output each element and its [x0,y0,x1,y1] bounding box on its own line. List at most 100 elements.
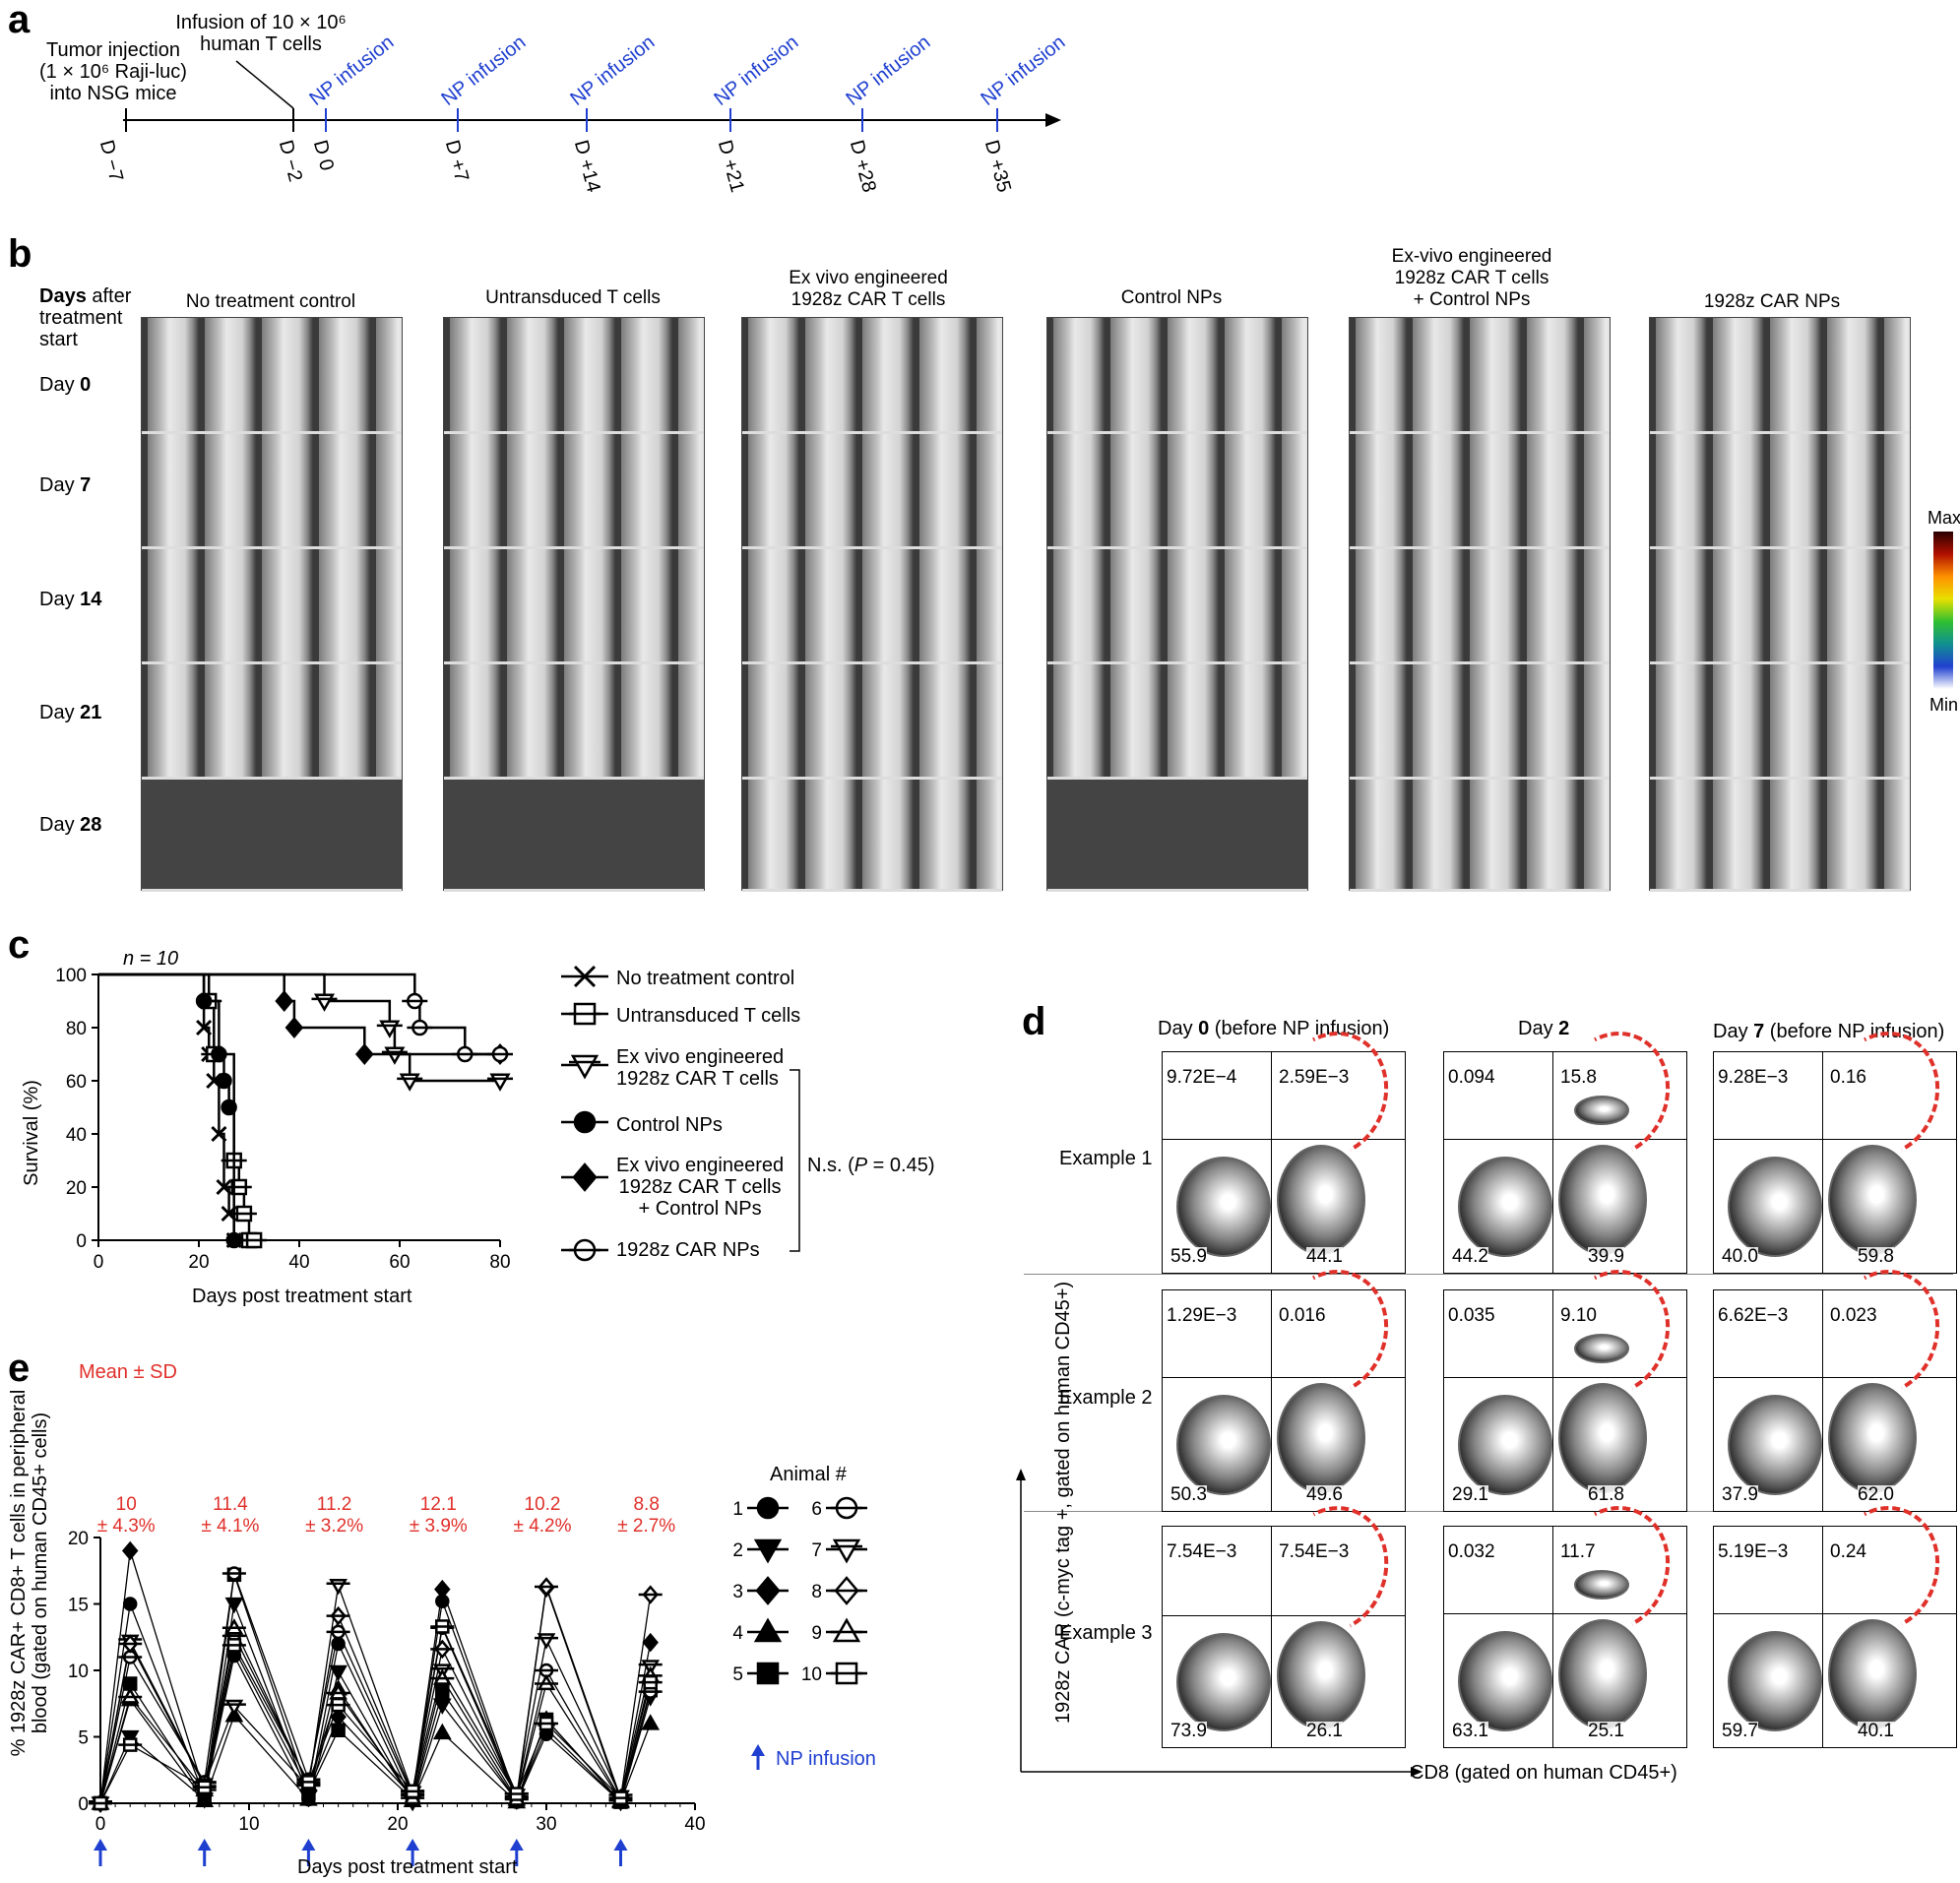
animal-line [99,1574,652,1804]
gate-horizontal [1163,1615,1405,1616]
animal-point [118,1634,143,1654]
bli-image-day28 [742,780,1002,892]
cd8pos-population [1828,1619,1917,1729]
quadrant-lower-right: 25.1 [1588,1721,1624,1741]
animal-line [99,1586,652,1804]
survival-point [216,1072,232,1090]
group-title: Ex-vivo engineered 1928z CAR T cells + C… [1391,246,1552,310]
gate-horizontal [1714,1613,1956,1614]
bli-panel-no-treatment [141,317,403,892]
bli-image-day14 [1650,549,1910,664]
animal-point [642,1632,659,1653]
survival-point [216,1178,232,1196]
bli-color-scale [1933,532,1953,689]
animal-point [638,1674,663,1690]
animal-point [331,1723,346,1737]
car-gate-highlight [1809,1489,1957,1649]
bli-image-day7 [1047,434,1307,549]
flow-row-divider [1024,1274,1953,1275]
x-tick-label: 60 [389,1252,410,1273]
panel-e-label: e [8,1347,31,1390]
gate-horizontal [1714,1139,1956,1140]
legend-marker [831,1496,862,1520]
car-gate-highlight [1809,1253,1957,1412]
cd8pos-population [1558,1145,1647,1255]
quadrant-upper-left: 5.19E−3 [1718,1541,1789,1562]
y-tick-label: 80 [66,1019,87,1039]
flow-yaxis-label: 1928z CAR (c-myc tag +, gated on human C… [1052,1281,1074,1724]
significance-label: N.s. (P = 0.45) [807,1155,935,1176]
bli-image-day0 [742,318,1002,434]
animal-point [118,1687,143,1704]
animal-point [430,1639,455,1660]
legend-animal-number: 4 [732,1623,743,1644]
cd8neg-population [1728,1631,1822,1731]
np-infusion-legend-label: NP infusion [776,1748,876,1770]
sd-value: ± 4.2% [513,1516,571,1537]
legend-car-nps: 1928z CAR NPs [616,1239,760,1261]
survival-legend-markers [561,965,608,1262]
row-label-day14: Day 14 [39,589,102,610]
quadrant-upper-left: 9.72E−4 [1167,1067,1237,1088]
y-tick-label: 60 [66,1072,87,1093]
row-label-day21: Day 21 [39,702,102,723]
quadrant-upper-right: 0.24 [1830,1541,1866,1562]
panel-a-label: a [8,0,31,41]
car-positive-population [1574,1334,1629,1363]
group-title: No treatment control [185,291,356,312]
quadrant-lower-right: 62.0 [1858,1484,1894,1505]
survival-point [211,1125,227,1143]
animal-point [435,1684,450,1699]
scale-min-label: Min [1929,695,1959,715]
quadrant-upper-left: 7.54E−3 [1167,1541,1237,1562]
gate-vertical [1271,1052,1272,1273]
survival-point [487,1045,513,1063]
animal-legend-title: Animal # [770,1464,847,1485]
x-tick-label: 20 [387,1814,408,1835]
legend-exvivo-car-control-nps: Ex vivo engineered 1928z CAR T cells + C… [616,1155,785,1220]
legend-animal-number: 3 [732,1582,743,1602]
survival-point [397,1073,423,1092]
quadrant-upper-right: 0.023 [1830,1305,1877,1326]
gate-vertical [1822,1052,1823,1273]
np-infusion-arrowhead [406,1839,420,1851]
group-title: Ex vivo engineered 1928z CAR T cells [789,268,948,310]
animal-line [99,1601,652,1804]
x-tick-label: 40 [684,1814,705,1835]
legend-no-treatment: No treatment control [616,968,795,989]
legend-exvivo-car: Ex vivo engineered 1928z CAR T cells [616,1046,785,1090]
np-infusion-arrowhead [197,1839,212,1851]
bli-panel-exvivo-car-control-nps [1349,317,1611,892]
bli-image-day0 [1650,318,1910,434]
bli-panel-exvivo-car [741,317,1003,892]
sd-value: ± 3.9% [410,1516,468,1537]
survival-point [487,1073,513,1092]
quadrant-lower-left: 40.0 [1722,1246,1758,1267]
y-tick-label: 20 [66,1178,87,1199]
legend-animal-number: 6 [811,1499,822,1520]
gate-horizontal [1714,1377,1956,1378]
bli-image-day14 [1350,549,1610,664]
survival-point [407,1019,433,1036]
quadrant-lower-left: 29.1 [1452,1484,1488,1505]
y-tick-label: 0 [78,1794,89,1815]
cd8pos-population [1828,1383,1917,1493]
animal-point [641,1714,661,1730]
np-infusion-arrowhead [613,1839,628,1851]
car-gate-highlight [1540,1489,1687,1649]
car-gate-highlight [1540,1253,1687,1412]
survival-point [241,1231,268,1249]
animal-point [535,1577,558,1597]
survival-xlabel: Days post treatment start [192,1286,412,1307]
gate-vertical [1552,1290,1553,1511]
legend-marker [831,1662,862,1685]
survival-point [354,1042,374,1066]
bli-image-day21 [444,664,704,780]
bli-image-day7 [742,434,1002,549]
y-tick-label: 20 [68,1529,89,1549]
